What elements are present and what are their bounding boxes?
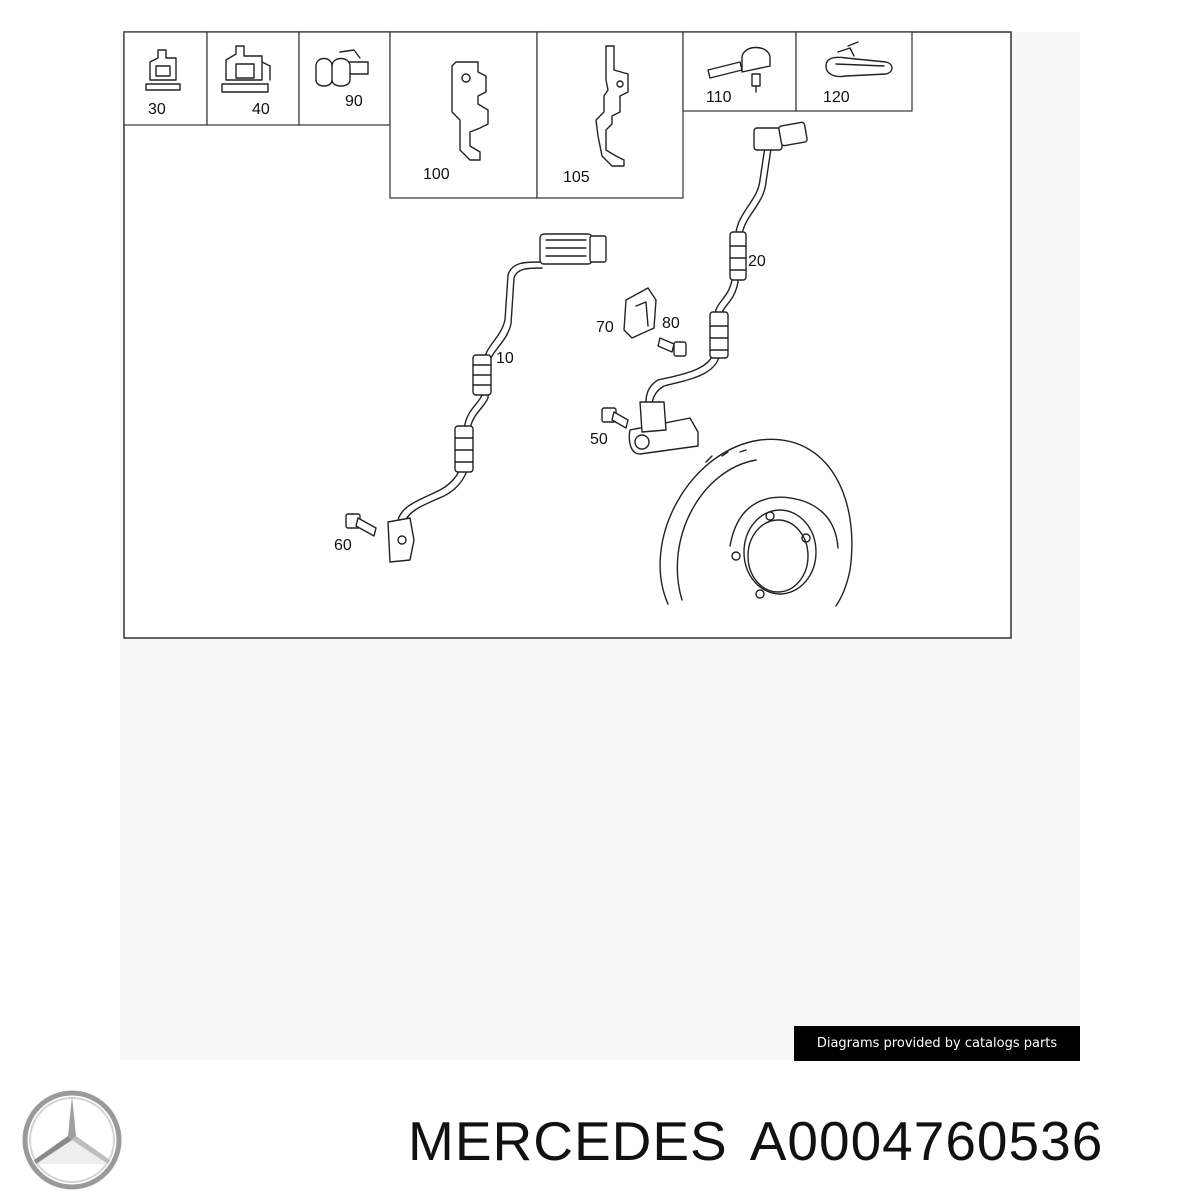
callout-20: 20	[748, 253, 766, 270]
callout-50: 50	[590, 431, 608, 448]
callout-90: 90	[345, 93, 363, 110]
brand-name: MERCEDES	[408, 1110, 728, 1172]
callout-70: 70	[596, 319, 614, 336]
callout-110: 110	[706, 89, 732, 106]
brand-part-number-line: MERCEDES A0004760536	[408, 1106, 1198, 1176]
callout-100: 100	[423, 166, 450, 183]
bolt-50-drawing	[601, 407, 629, 429]
clip-90-drawing	[315, 49, 369, 87]
part-number: A0004760536	[749, 1110, 1104, 1172]
callout-10: 10	[496, 350, 514, 367]
cable-tie-110-drawing	[707, 46, 771, 93]
bracket-100-drawing	[451, 61, 489, 161]
callout-40: 40	[252, 101, 270, 118]
clip-120-drawing	[825, 41, 893, 78]
callout-60: 60	[334, 537, 352, 554]
bolt-60-drawing	[345, 513, 377, 537]
mercedes-star-logo-icon	[22, 1090, 122, 1190]
callout-labels: 30 40 90 100 105 110 120 10 20 50 60 70 …	[148, 89, 850, 554]
parts-boxes	[123, 31, 913, 199]
callout-105: 105	[563, 169, 590, 186]
clip-30-drawing	[145, 49, 181, 91]
holder-70-drawing	[623, 287, 657, 339]
callout-30: 30	[148, 101, 166, 118]
callout-120: 120	[823, 89, 850, 106]
bolt-80-drawing	[657, 337, 687, 357]
abs-sensor-cable-10-drawing	[387, 233, 607, 563]
bracket-105-drawing	[595, 45, 629, 167]
clip-40-drawing	[221, 45, 271, 93]
callout-80: 80	[662, 315, 680, 332]
brake-disc-drawing	[659, 438, 853, 607]
abs-sensor-cable-20-drawing	[628, 121, 808, 455]
credit-banner: Diagrams provided by catalogs parts	[794, 1026, 1080, 1061]
